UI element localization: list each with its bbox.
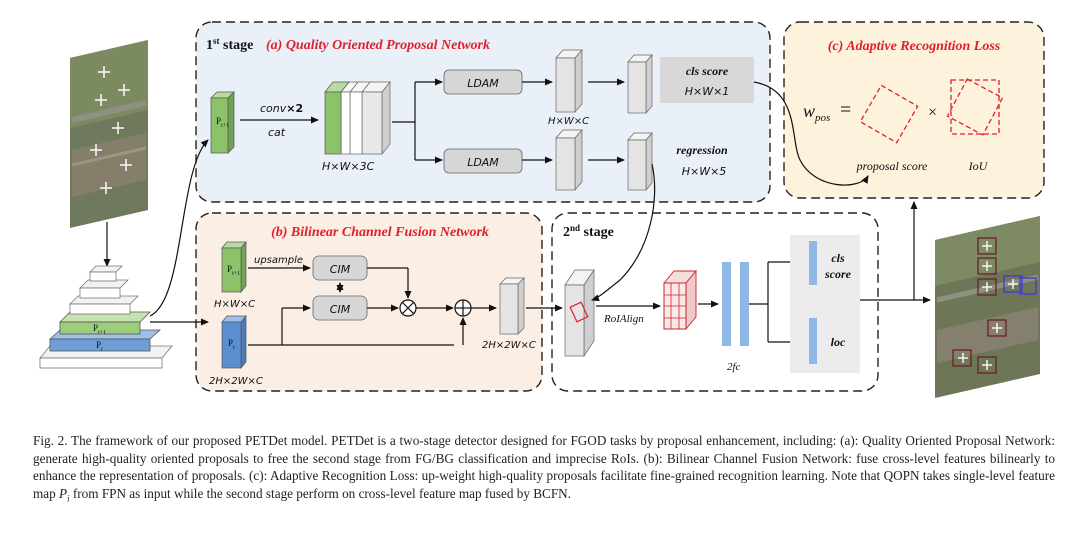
add-node [454,299,472,317]
iou-box-a [950,79,1000,135]
bcfn-title: (b) Bilinear Channel Fusion Network [271,225,489,240]
svg-text:Pi+1: Pi+1 [227,264,240,277]
stage2-loc-label: loc [831,335,846,349]
svg-text:CIM: CIM [330,303,351,316]
ldam-top-box: LDAM [443,69,523,95]
cim-top-box: CIM [312,255,368,281]
times-sign: × [928,104,937,121]
fc1-bar [722,262,731,346]
concat-feature-stack [324,81,391,155]
svg-text:LDAM: LDAM [467,77,499,90]
concat-dim-label: H×W×3C [322,160,375,173]
svg-text:Pi: Pi [228,338,235,351]
w-pos-label: wpos [803,101,830,124]
reg-output-feature [627,132,653,191]
roi-feature-grid [663,269,697,331]
stage1-panel [195,21,771,203]
cls-to-loss-curve [753,81,869,186]
petdet-framework-diagram: 1st stage (a) Quality Oriented Proposal … [39,21,1045,398]
cls-output-feature [627,54,653,114]
ldam-bottom-output-feature [555,129,583,191]
iou-label: IoU [968,159,989,173]
bcfn-feature-pi: Pi [221,315,247,369]
stage2-input-feature [564,268,595,358]
output-aerial-image [935,216,1040,398]
arl-title: (c) Adaptive Recognition Loss [828,39,1001,54]
regression-to-roi-curve [591,163,656,302]
stage1-feature-pi1: Pi+1 [210,91,235,154]
bcfn-dim-bottom: 2H×2W×C [209,376,263,387]
fc-label: 2fc [727,361,741,373]
upsample-label: upsample [254,255,303,266]
stage2-header: 2nd stage [563,223,614,240]
caption-math-var: P [59,485,68,501]
mid-dim-label: H×W×C [548,116,589,127]
bcfn-panel [195,212,543,392]
loc-head-bar [809,318,817,364]
equals-sign: = [840,99,851,121]
stage2-cls-label: cls [831,251,845,265]
cls-score-title: cls score [686,64,729,78]
bcfn-dim-top: H×W×C [214,299,255,310]
svg-text:LDAM: LDAM [467,156,499,169]
multiply-node [399,299,417,317]
bcfn-output-feature [499,277,525,335]
fpn-level-pi1: Pi+1 [59,311,151,336]
proposal-score-box [859,84,919,144]
loss-panel [783,21,1045,199]
stage1-header: 1st stage [206,36,253,53]
cim-bottom-box: CIM [312,295,368,321]
cls-score-box [660,57,754,103]
cls-head-bar [809,241,817,285]
svg-text:CIM: CIM [330,263,351,276]
caption-math-sub: i [67,493,70,504]
cls-score-dim: H×W×1 [685,85,730,98]
ldam-bottom-box: LDAM [443,148,523,174]
ldam-top-output-feature [555,49,583,113]
fpn-to-qopn-curve [149,139,209,317]
fc2-bar [740,262,749,346]
regression-dim: H×W×5 [682,165,727,178]
head-outputs-box [790,235,860,373]
svg-text:Pi: Pi [96,340,103,353]
bcfn-feature-pi1: Pi+1 [221,241,247,293]
input-aerial-image [70,40,148,228]
qopn-title: (a) Quality Oriented Proposal Network [266,38,490,53]
conv-label: conv×2 [260,102,303,115]
bcfn-dim-out: 2H×2W×C [482,340,536,351]
svg-text:Pi+1: Pi+1 [93,323,106,336]
regression-title: regression [676,143,728,157]
stage2-score-label: score [824,267,852,281]
cat-label: cat [268,126,286,139]
roialign-label: RoIAlign [603,313,644,325]
figure-caption: Fig. 2. The framework of our proposed PE… [33,433,1055,504]
fpn-pyramid: Pi Pi+1 [39,265,173,369]
svg-text:Pi+1: Pi+1 [216,116,229,129]
proposal-score-label: proposal score [856,159,928,173]
